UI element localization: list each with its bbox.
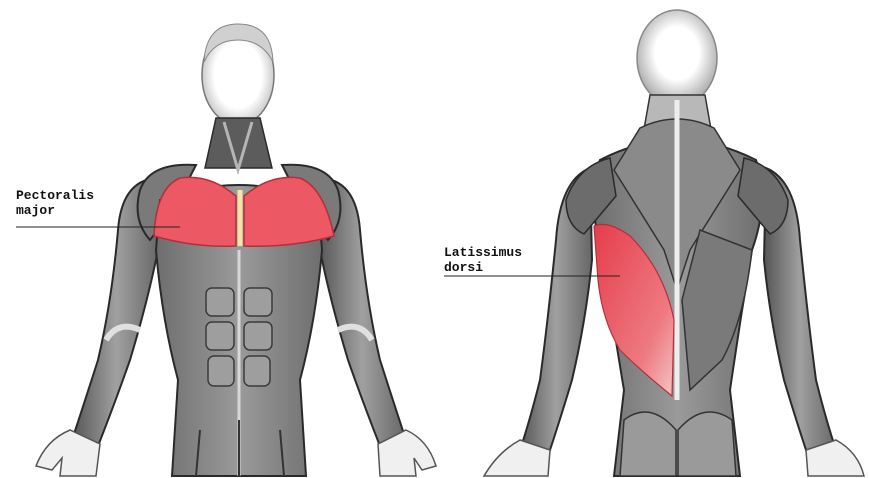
back-head <box>637 10 717 106</box>
front-figure <box>16 24 436 476</box>
back-figure <box>444 10 864 476</box>
back-muscle-label: Latissimus dorsi <box>444 245 522 275</box>
back-label-line1: Latissimus <box>444 245 522 260</box>
front-muscle-label: Pectoralis major <box>16 188 94 218</box>
back-label-line2: dorsi <box>444 260 522 275</box>
front-label-line1: Pectoralis <box>16 188 94 203</box>
front-neck <box>205 118 272 168</box>
front-label-line2: major <box>16 203 94 218</box>
